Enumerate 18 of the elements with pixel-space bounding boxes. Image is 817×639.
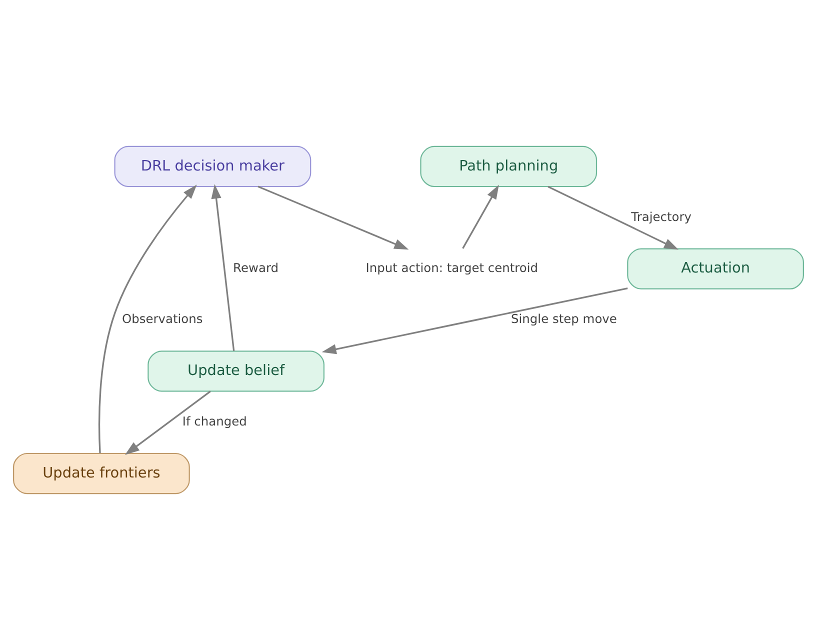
edge-label: Observations bbox=[122, 312, 203, 326]
node-box: Actuation bbox=[627, 248, 804, 289]
arrow bbox=[462, 184, 499, 248]
node-box: DRL decision maker bbox=[114, 145, 312, 187]
arrow bbox=[258, 185, 409, 250]
arrow bbox=[124, 390, 211, 454]
arrow bbox=[211, 184, 235, 351]
edge-label: Single step move bbox=[511, 312, 617, 326]
node-box: Update frontiers bbox=[13, 452, 190, 494]
arrow bbox=[548, 185, 679, 250]
edge-label: Trajectory bbox=[631, 209, 692, 224]
edge-label: Reward bbox=[233, 260, 279, 274]
node-box: Path planning bbox=[420, 145, 598, 187]
node-box: Update belief bbox=[148, 350, 324, 392]
edge-label: If changed bbox=[182, 414, 247, 428]
arrow bbox=[98, 184, 197, 453]
node-text: Input action: target centroid bbox=[366, 260, 538, 274]
arrow bbox=[322, 286, 628, 354]
